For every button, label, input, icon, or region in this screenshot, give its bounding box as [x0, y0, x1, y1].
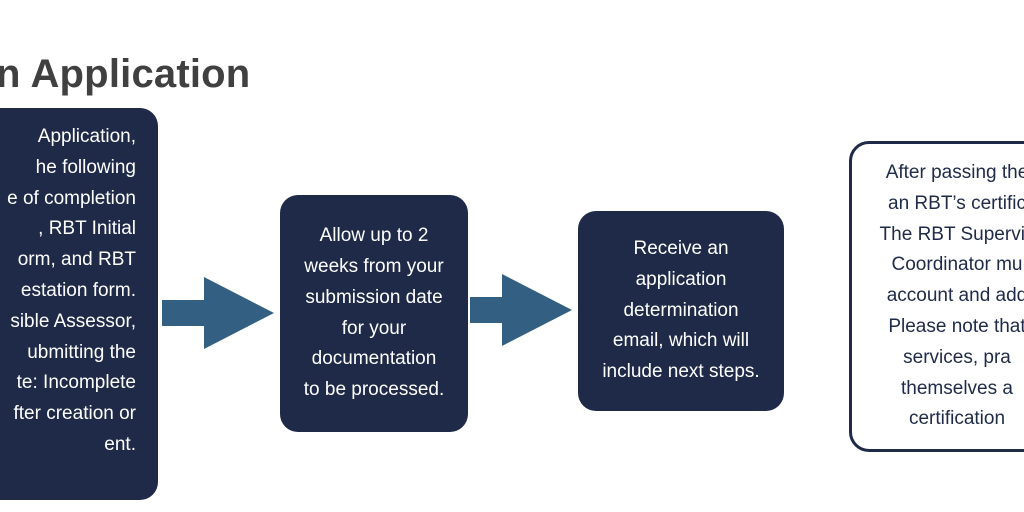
- step-2-line: for your: [341, 317, 407, 339]
- step-3-line: application: [635, 268, 727, 290]
- step-2-line: to be processed.: [303, 379, 445, 401]
- step-1-line: te: Incomplete: [16, 372, 136, 394]
- step-1-box: Application, he following e of completio…: [0, 108, 158, 500]
- step-4-line: certification: [908, 408, 1006, 430]
- step-3-line: email, which will: [612, 330, 750, 352]
- step-2-text: Allow up to 2 weeks from your submission…: [304, 221, 444, 406]
- step-1-line: e of completion: [7, 187, 136, 209]
- step-3-line: determination: [623, 299, 739, 321]
- step-1-line: ubmitting the: [27, 341, 136, 363]
- diagram-title: n Application: [0, 52, 251, 96]
- step-4-box: After passing the an RBT’s certific The …: [849, 141, 1024, 452]
- step-4-line: After passing the: [885, 162, 1024, 183]
- step-3-box: Receive an application determination ema…: [578, 211, 784, 411]
- step-2-box: Allow up to 2 weeks from your submission…: [280, 195, 468, 432]
- step-2-line: weeks from your: [304, 255, 444, 277]
- step-1-line: Application,: [37, 126, 136, 147]
- step-1-line: fter creation or: [13, 403, 137, 425]
- step-4-line: Please note that: [888, 315, 1024, 337]
- step-3-line: include next steps.: [602, 361, 760, 383]
- step-2-line: Allow up to 2: [319, 225, 429, 247]
- step-3-line: Receive an: [633, 238, 729, 259]
- step-2-line: documentation: [311, 348, 437, 370]
- step-1-line: ent.: [104, 433, 136, 455]
- step-1-line: sible Assessor,: [10, 310, 136, 332]
- step-4-line: Coordinator mu: [891, 254, 1023, 276]
- step-1-line: orm, and RBT: [17, 249, 136, 271]
- step-1-line: , RBT Initial: [38, 218, 136, 240]
- step-4-line: an RBT’s certific: [888, 192, 1024, 214]
- step-4-line: services, pra: [903, 346, 1011, 368]
- step-4-line: themselves a: [901, 377, 1013, 399]
- step-4-line: The RBT Supervis: [879, 223, 1024, 245]
- step-1-line: he following: [35, 156, 136, 178]
- arrow-1-icon: [162, 277, 274, 349]
- step-4-line: account and add: [886, 285, 1024, 307]
- step-3-text: Receive an application determination ema…: [602, 234, 759, 388]
- step-2-line: submission date: [305, 286, 443, 308]
- step-1-text: Application, he following e of completio…: [7, 122, 136, 461]
- arrow-2-icon: [470, 274, 572, 346]
- step-1-line: estation form.: [20, 279, 136, 301]
- step-4-text: After passing the an RBT’s certific The …: [852, 158, 1024, 435]
